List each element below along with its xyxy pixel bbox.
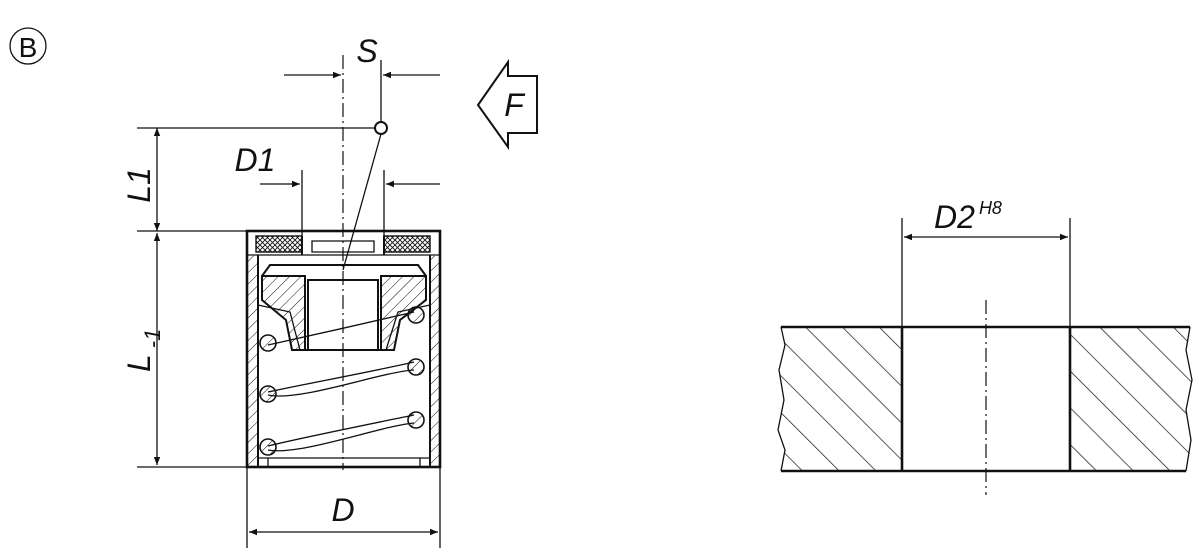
knurl-left	[255, 235, 303, 253]
bore-section-view	[777, 300, 1193, 495]
view-marker: B	[9, 27, 47, 65]
spring-coil-sections	[259, 306, 425, 456]
dim-d-label: D	[331, 492, 354, 528]
dim-d1-label: D1	[235, 142, 276, 178]
dim-l-label: L-1	[121, 329, 165, 372]
spring	[267, 311, 415, 452]
plunger-section-view	[245, 55, 442, 470]
force-arrow: F	[476, 58, 538, 151]
dim-l1-label: L1	[121, 167, 157, 203]
force-label: F	[504, 87, 526, 123]
dim-s-label: S	[356, 33, 377, 69]
view-marker-label: B	[19, 32, 38, 63]
dim-d: D	[246, 467, 441, 548]
pivot-circle	[374, 121, 388, 135]
dim-l: L-1	[121, 230, 247, 468]
dim-d1: D1	[235, 142, 440, 236]
knurl-right	[383, 235, 431, 253]
dim-l1: L1	[121, 127, 376, 231]
dim-s: S	[284, 33, 440, 122]
